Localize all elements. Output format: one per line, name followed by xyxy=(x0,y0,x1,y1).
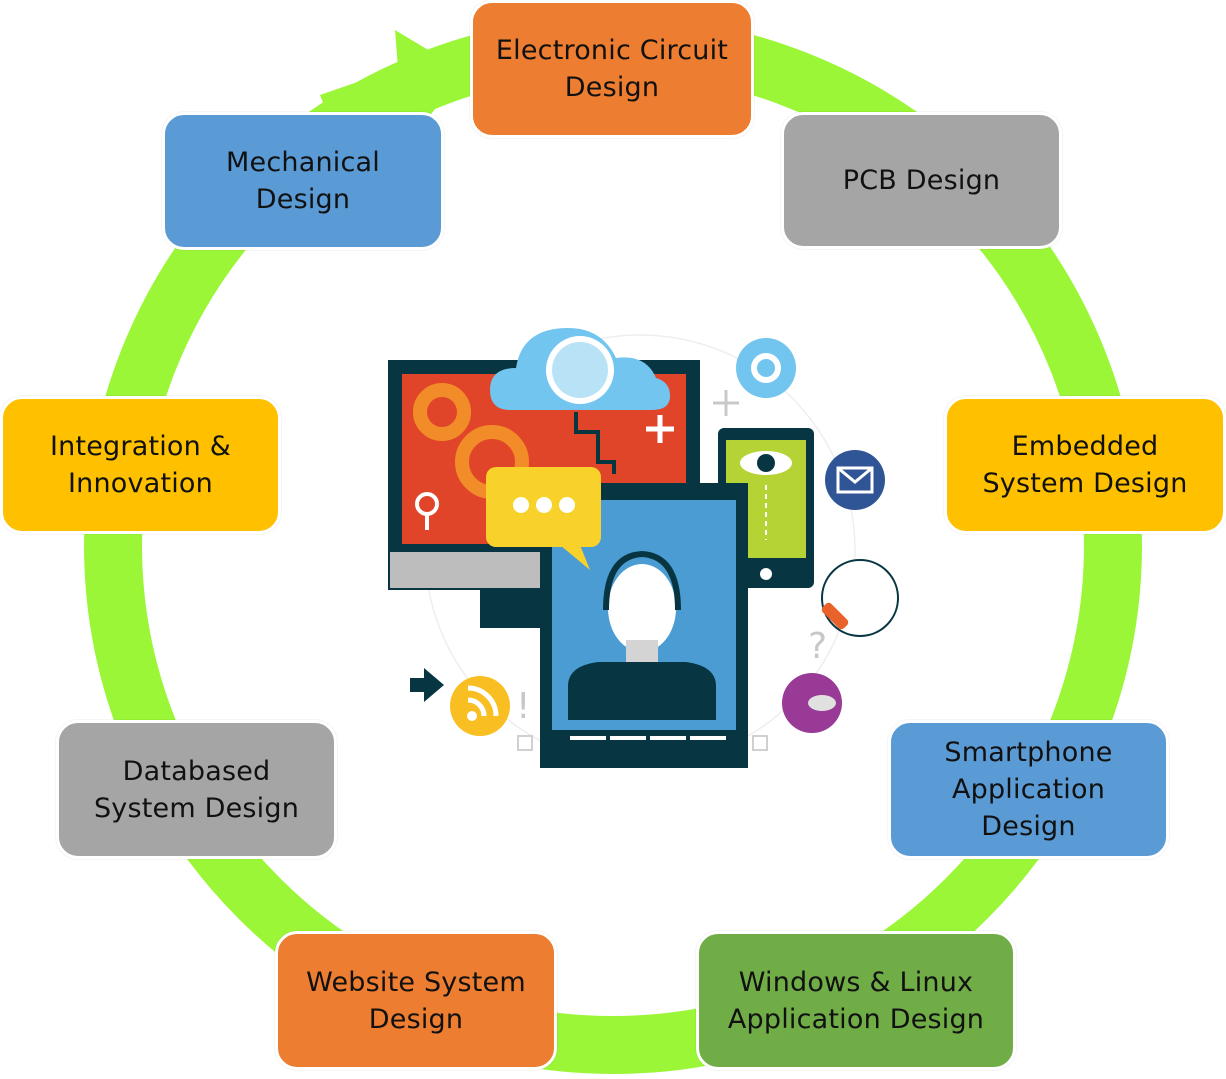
question-mark-icon: ? xyxy=(808,626,827,667)
mail-icon xyxy=(825,450,885,510)
stage-pcb-design: PCB Design xyxy=(781,112,1062,249)
plus-icon xyxy=(646,415,674,443)
stage-smartphone-application-design: Smartphone Application Design xyxy=(888,720,1169,859)
settings-icon xyxy=(736,338,796,398)
square-outline-icon xyxy=(752,735,768,751)
stage-electronic-circuit-design: Electronic Circuit Design xyxy=(470,0,754,138)
chat-bubble-icon xyxy=(486,467,601,570)
plus-gray-icon xyxy=(713,390,739,416)
smartphone-icon xyxy=(718,428,814,588)
arrow-right-icon xyxy=(410,668,444,702)
eye-icon xyxy=(740,451,792,475)
center-illustration: ? ! xyxy=(388,328,899,768)
stage-windows-linux-application-design: Windows & Linux Application Design xyxy=(696,931,1016,1070)
square-outline-icon xyxy=(517,735,533,751)
cloud-globe-icon xyxy=(490,328,670,474)
stage-embedded-system-design: Embedded System Design xyxy=(944,396,1226,534)
stage-integration-innovation: Integration & Innovation xyxy=(0,396,281,534)
exclamation-icon: ! xyxy=(516,686,530,727)
stage-databased-system-design: Databased System Design xyxy=(56,720,337,859)
stage-mechanical-design: Mechanical Design xyxy=(162,112,444,250)
magnifier-icon xyxy=(415,492,439,530)
stage-website-system-design: Website System Design xyxy=(275,931,557,1070)
clock-phone-icon xyxy=(821,559,899,637)
